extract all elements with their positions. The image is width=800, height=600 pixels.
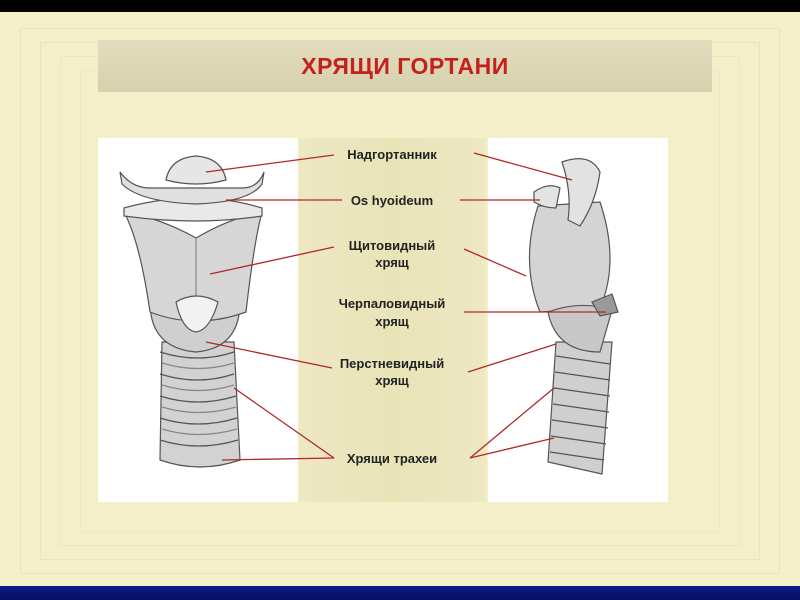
label-arytenoid-line2: хрящ <box>375 314 409 329</box>
label-cricoid-line1: Перстневидный <box>339 356 445 371</box>
anterior-hyoid <box>119 171 265 205</box>
leader-trachea-right-2 <box>469 437 555 459</box>
anterior-trachea <box>159 341 241 468</box>
slide-title: ХРЯЩИ ГОРТАНИ <box>301 52 509 79</box>
lateral-arytenoid <box>591 293 619 317</box>
leader-lines <box>205 152 606 461</box>
label-thyroid-line2: хрящ <box>375 255 409 270</box>
lateral-cricoid <box>547 304 613 353</box>
label-tracheal-cartilages: Хрящи трахеи <box>346 451 438 466</box>
leader-trachea-right-1 <box>469 387 555 459</box>
leader-cricoid-left <box>205 341 333 369</box>
label-thyroid-line1: Щитовидный <box>348 238 436 253</box>
lateral-larynx-illustration <box>528 158 619 475</box>
leader-trachea-left-1 <box>233 387 335 459</box>
leader-thyroid-right <box>463 248 527 277</box>
anterior-larynx-illustration <box>119 155 265 468</box>
larynx-diagram <box>119 152 619 475</box>
slide-frame <box>20 28 780 574</box>
label-hyoid: Os hyoideum <box>350 193 434 208</box>
lateral-hyoid <box>533 185 561 209</box>
label-epiglottis: Надгортанник <box>347 147 437 162</box>
bottom-accent-bar <box>0 586 800 600</box>
slide: ХРЯЩИ ГОРТАНИ <box>0 12 800 588</box>
leader-thyroid-left <box>209 246 335 275</box>
anterior-epiglottis <box>165 155 227 185</box>
leader-epiglottis-left <box>205 154 335 173</box>
leader-trachea-left-2 <box>221 457 335 461</box>
label-panel <box>298 138 486 502</box>
lateral-epiglottis <box>561 158 601 227</box>
leader-cricoid-right <box>467 343 557 373</box>
label-cricoid-line2: хрящ <box>375 373 409 388</box>
label-arytenoid-line1: Черпаловидный <box>338 296 446 311</box>
title-bar: ХРЯЩИ ГОРТАНИ <box>98 40 712 92</box>
anterior-thyroid <box>122 211 263 322</box>
leader-epiglottis-right <box>473 152 573 181</box>
